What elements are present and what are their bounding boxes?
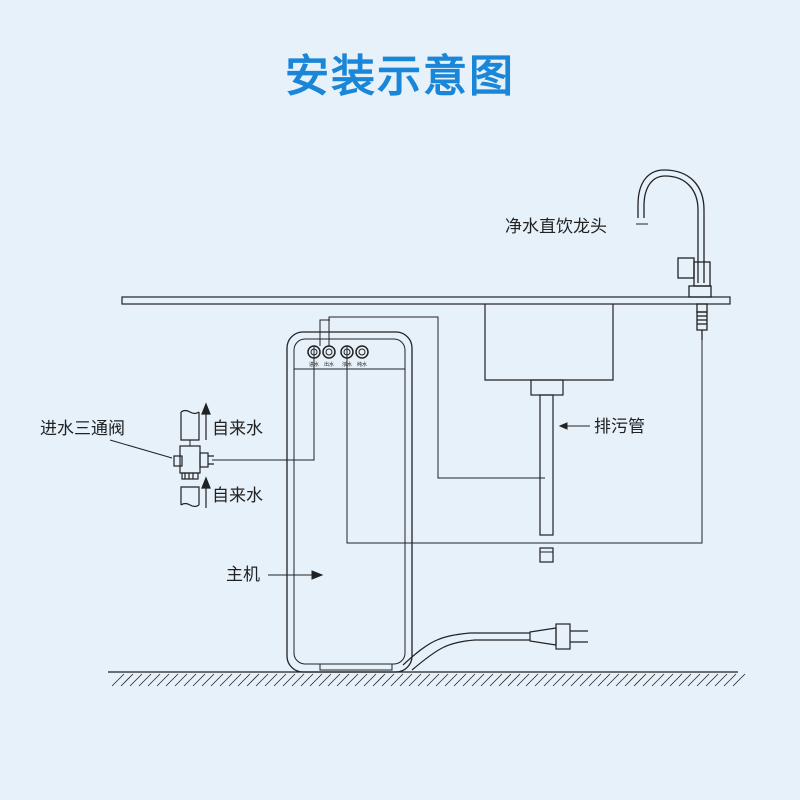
hatch-stroke	[165, 673, 179, 687]
water-pipes	[212, 316, 703, 544]
leader-lines	[109, 422, 590, 580]
hatch-stroke	[507, 673, 521, 687]
hatch-stroke	[390, 673, 404, 687]
floor-hatching	[111, 673, 746, 687]
hatch-stroke	[273, 673, 287, 687]
power-cord	[402, 632, 530, 671]
hatch-stroke	[417, 673, 431, 687]
faucet-label: 净水直饮龙头	[505, 217, 607, 237]
hatch-stroke	[525, 673, 539, 687]
hatch-stroke	[651, 673, 665, 687]
hatch-stroke	[336, 673, 350, 687]
hatch-stroke	[615, 673, 629, 687]
hatch-stroke	[714, 673, 728, 687]
hatch-stroke	[246, 673, 260, 687]
hatch-stroke	[660, 673, 674, 687]
faucet-icon	[637, 169, 712, 340]
countertop	[121, 296, 731, 305]
hatch-stroke	[345, 673, 359, 687]
hatch-stroke	[597, 673, 611, 687]
hatch-stroke	[624, 673, 638, 687]
tap-water-label-top: 自来水	[212, 419, 263, 439]
hatch-stroke	[129, 673, 143, 687]
hatch-stroke	[120, 673, 134, 687]
hatch-stroke	[543, 673, 557, 687]
tap-water-label-bottom: 自来水	[212, 486, 263, 506]
hatch-stroke	[633, 673, 647, 687]
hatch-stroke	[228, 673, 242, 687]
hatch-stroke	[264, 673, 278, 687]
hatch-stroke	[138, 673, 152, 687]
port-label-pure: 纯水	[357, 361, 367, 368]
hatch-stroke	[147, 673, 161, 687]
hatch-stroke	[354, 673, 368, 687]
hatch-stroke	[453, 673, 467, 687]
hatch-stroke	[174, 673, 188, 687]
hatch-stroke	[588, 673, 602, 687]
hatch-stroke	[111, 673, 125, 687]
hatch-stroke	[534, 673, 548, 687]
hatch-stroke	[606, 673, 620, 687]
hatch-stroke	[498, 673, 512, 687]
drain-pipe-label: 排污管	[594, 417, 645, 437]
hatch-stroke	[687, 673, 701, 687]
port-label-outlet: 出水	[324, 361, 334, 368]
page-title: 安装示意图	[285, 51, 515, 102]
hatch-stroke	[309, 673, 323, 687]
hatch-stroke	[444, 673, 458, 687]
hatch-stroke	[399, 673, 413, 687]
hatch-stroke	[210, 673, 224, 687]
hatch-stroke	[219, 673, 233, 687]
port-connectors	[307, 345, 369, 359]
hatch-stroke	[705, 673, 719, 687]
hatch-stroke	[237, 673, 251, 687]
sink-drain	[530, 379, 564, 396]
three-way-valve-icon	[173, 409, 214, 508]
hatch-stroke	[426, 673, 440, 687]
hatch-stroke	[579, 673, 593, 687]
hatch-stroke	[363, 673, 377, 687]
hatch-stroke	[570, 673, 584, 687]
main-unit-inner	[293, 338, 406, 665]
hatch-stroke	[327, 673, 341, 687]
hatch-stroke	[489, 673, 503, 687]
hatch-stroke	[192, 673, 206, 687]
hatch-stroke	[201, 673, 215, 687]
drain-pipe	[539, 394, 554, 536]
hatch-stroke	[723, 673, 737, 687]
hatch-stroke	[561, 673, 575, 687]
three-way-valve-label: 进水三通阀	[40, 419, 125, 439]
hatch-stroke	[408, 673, 422, 687]
hatch-stroke	[552, 673, 566, 687]
hatch-stroke	[642, 673, 656, 687]
sink-basin	[484, 304, 614, 381]
hatch-stroke	[381, 673, 395, 687]
hatch-stroke	[669, 673, 683, 687]
drain-pipe-cut	[539, 547, 554, 563]
hatch-stroke	[471, 673, 485, 687]
hatch-stroke	[435, 673, 449, 687]
hatch-stroke	[291, 673, 305, 687]
main-unit-label: 主机	[226, 565, 260, 585]
hatch-stroke	[678, 673, 692, 687]
hatch-stroke	[462, 673, 476, 687]
hatch-stroke	[255, 673, 269, 687]
flow-arrow-icon	[201, 402, 211, 508]
hatch-stroke	[480, 673, 494, 687]
hatch-stroke	[516, 673, 530, 687]
hatch-stroke	[156, 673, 170, 687]
hatch-stroke	[318, 673, 332, 687]
main-unit-outer	[286, 331, 413, 673]
hatch-stroke	[372, 673, 386, 687]
hatch-stroke	[183, 673, 197, 687]
hatch-stroke	[696, 673, 710, 687]
hatch-stroke	[282, 673, 296, 687]
hatch-stroke	[732, 673, 746, 687]
power-plug-icon	[529, 623, 588, 650]
hatch-stroke	[300, 673, 314, 687]
